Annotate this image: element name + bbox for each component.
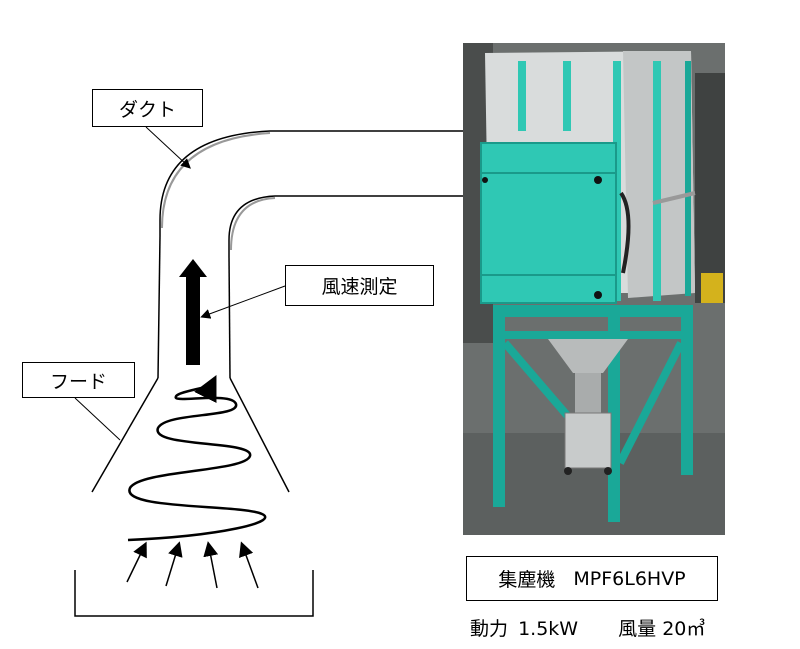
duct-leader-line xyxy=(145,126,191,169)
work-tray xyxy=(74,570,314,617)
hood-left-neck xyxy=(157,235,161,379)
duct-inner-wall xyxy=(228,195,463,256)
hood-right-flare xyxy=(229,377,290,493)
arrow-up-icon xyxy=(179,259,207,277)
speed-leader-line xyxy=(200,285,286,319)
hood-label: フード xyxy=(22,362,135,398)
duct-inner-wall-grey xyxy=(230,197,276,251)
spiral-airflow-icon xyxy=(127,375,267,542)
power-value: 1.5kW xyxy=(518,618,579,640)
hood-right-neck xyxy=(228,255,231,379)
air-speed-measurement-label: 風速測定 xyxy=(285,265,434,306)
intake-arrow-icon xyxy=(126,541,147,583)
machine-name: 集塵機 xyxy=(498,569,556,591)
duct-label: ダクト xyxy=(92,89,203,127)
air-speed-arrow-shaft xyxy=(186,275,200,365)
intake-arrow-icon xyxy=(203,541,219,589)
airflow-label: 風量 xyxy=(618,618,657,640)
intake-arrow-icon xyxy=(165,541,183,587)
power-label: 動力 xyxy=(470,618,509,640)
airflow-value: 20㎥ xyxy=(662,618,706,640)
dust-collector-photo xyxy=(463,43,725,535)
machine-model-box: 集塵機 MPF6L6HVP xyxy=(466,556,718,601)
intake-arrow-icon xyxy=(239,541,259,589)
hood-left-flare xyxy=(91,377,159,493)
duct-outer-wall-grey xyxy=(161,132,271,229)
duct-outer-wall xyxy=(159,130,463,236)
machine-specs: 動力 1.5kW 風量 20㎥ xyxy=(470,614,705,641)
hood-leader-line xyxy=(74,397,121,441)
machine-model: MPF6L6HVP xyxy=(573,567,686,590)
